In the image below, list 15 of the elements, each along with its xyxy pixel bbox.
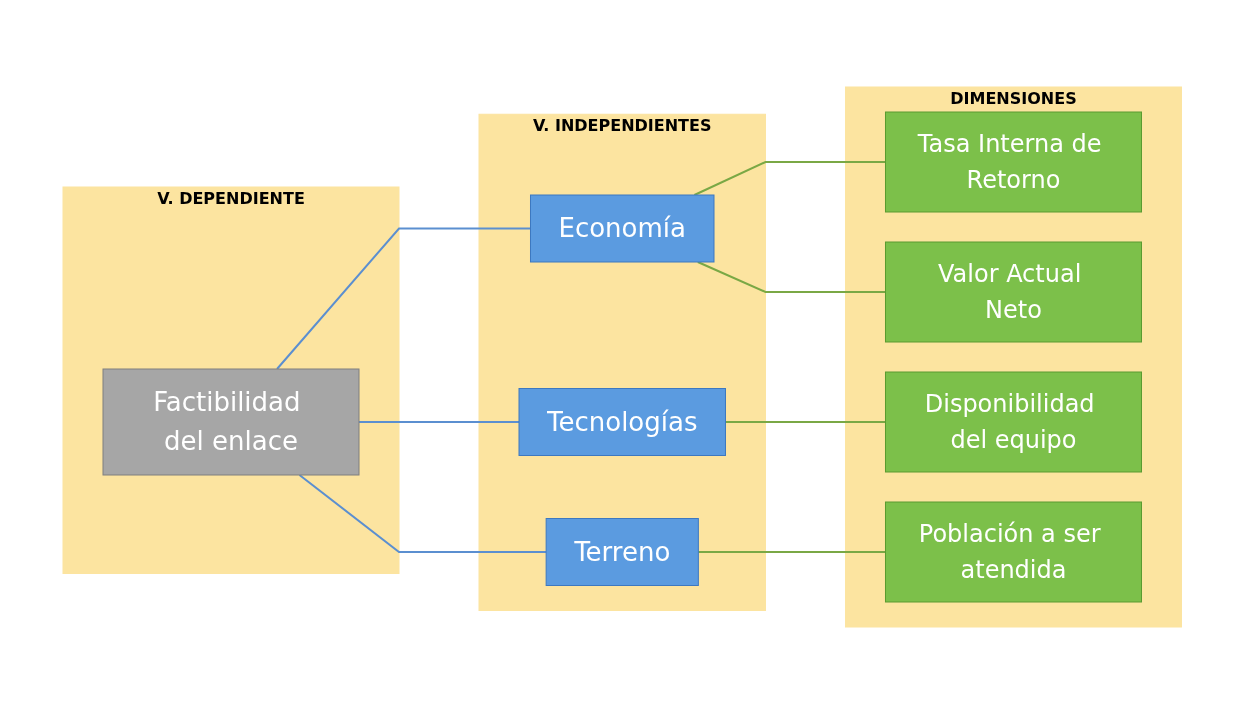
node-box: Factibilidad del enlace — [102, 368, 360, 475]
node-box: Terreno — [545, 517, 699, 586]
connector — [298, 473, 547, 553]
node-box: Valor Actual Neto — [884, 241, 1142, 342]
node-box: Tasa Interna de Retorno — [884, 111, 1142, 212]
connector — [357, 420, 520, 423]
connector — [275, 227, 532, 370]
connector — [693, 160, 887, 196]
node-box: Tecnologías — [518, 387, 726, 456]
node-box: Economía — [529, 194, 715, 262]
node-box: Disponibilidad del equipo — [884, 371, 1142, 472]
connector — [724, 420, 887, 423]
connector — [696, 260, 887, 293]
connector — [697, 550, 887, 553]
node-box: Población a ser atendida — [884, 501, 1142, 602]
